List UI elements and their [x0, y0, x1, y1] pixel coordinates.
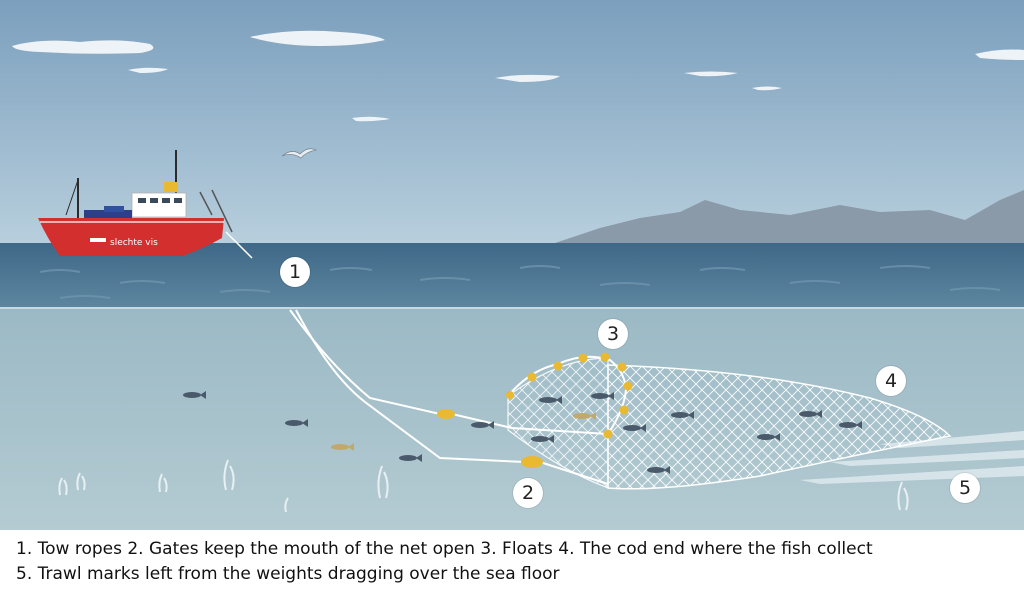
marker-1: 1 [280, 257, 310, 287]
net-mouth [507, 357, 609, 489]
gate-lower [521, 456, 543, 468]
headline [507, 355, 628, 435]
marker-4: 4 [876, 366, 906, 396]
floats [506, 352, 633, 439]
gate-upper [437, 409, 455, 419]
seaweed [58, 459, 909, 513]
marker-2: 2 [513, 478, 543, 508]
caption-line-2: 5. Trawl marks left from the weights dra… [16, 564, 560, 584]
scene-illustration: slechte vis [0, 0, 1024, 530]
seagull-icon [281, 148, 318, 159]
boat-name: slechte vis [110, 238, 158, 248]
caption: 1. Tow ropes 2. Gates keep the mouth of … [16, 537, 1016, 587]
gates [437, 409, 543, 468]
clouds [12, 30, 1024, 122]
net-body [607, 364, 952, 490]
fishing-boat: slechte vis [38, 150, 253, 259]
marker-5: 5 [950, 473, 980, 503]
caption-line-1: 1. Tow ropes 2. Gates keep the mouth of … [16, 539, 873, 559]
marker-3: 3 [598, 319, 628, 349]
waves [39, 265, 1001, 299]
mountains [555, 190, 1024, 243]
trawl-marks [800, 431, 1024, 484]
